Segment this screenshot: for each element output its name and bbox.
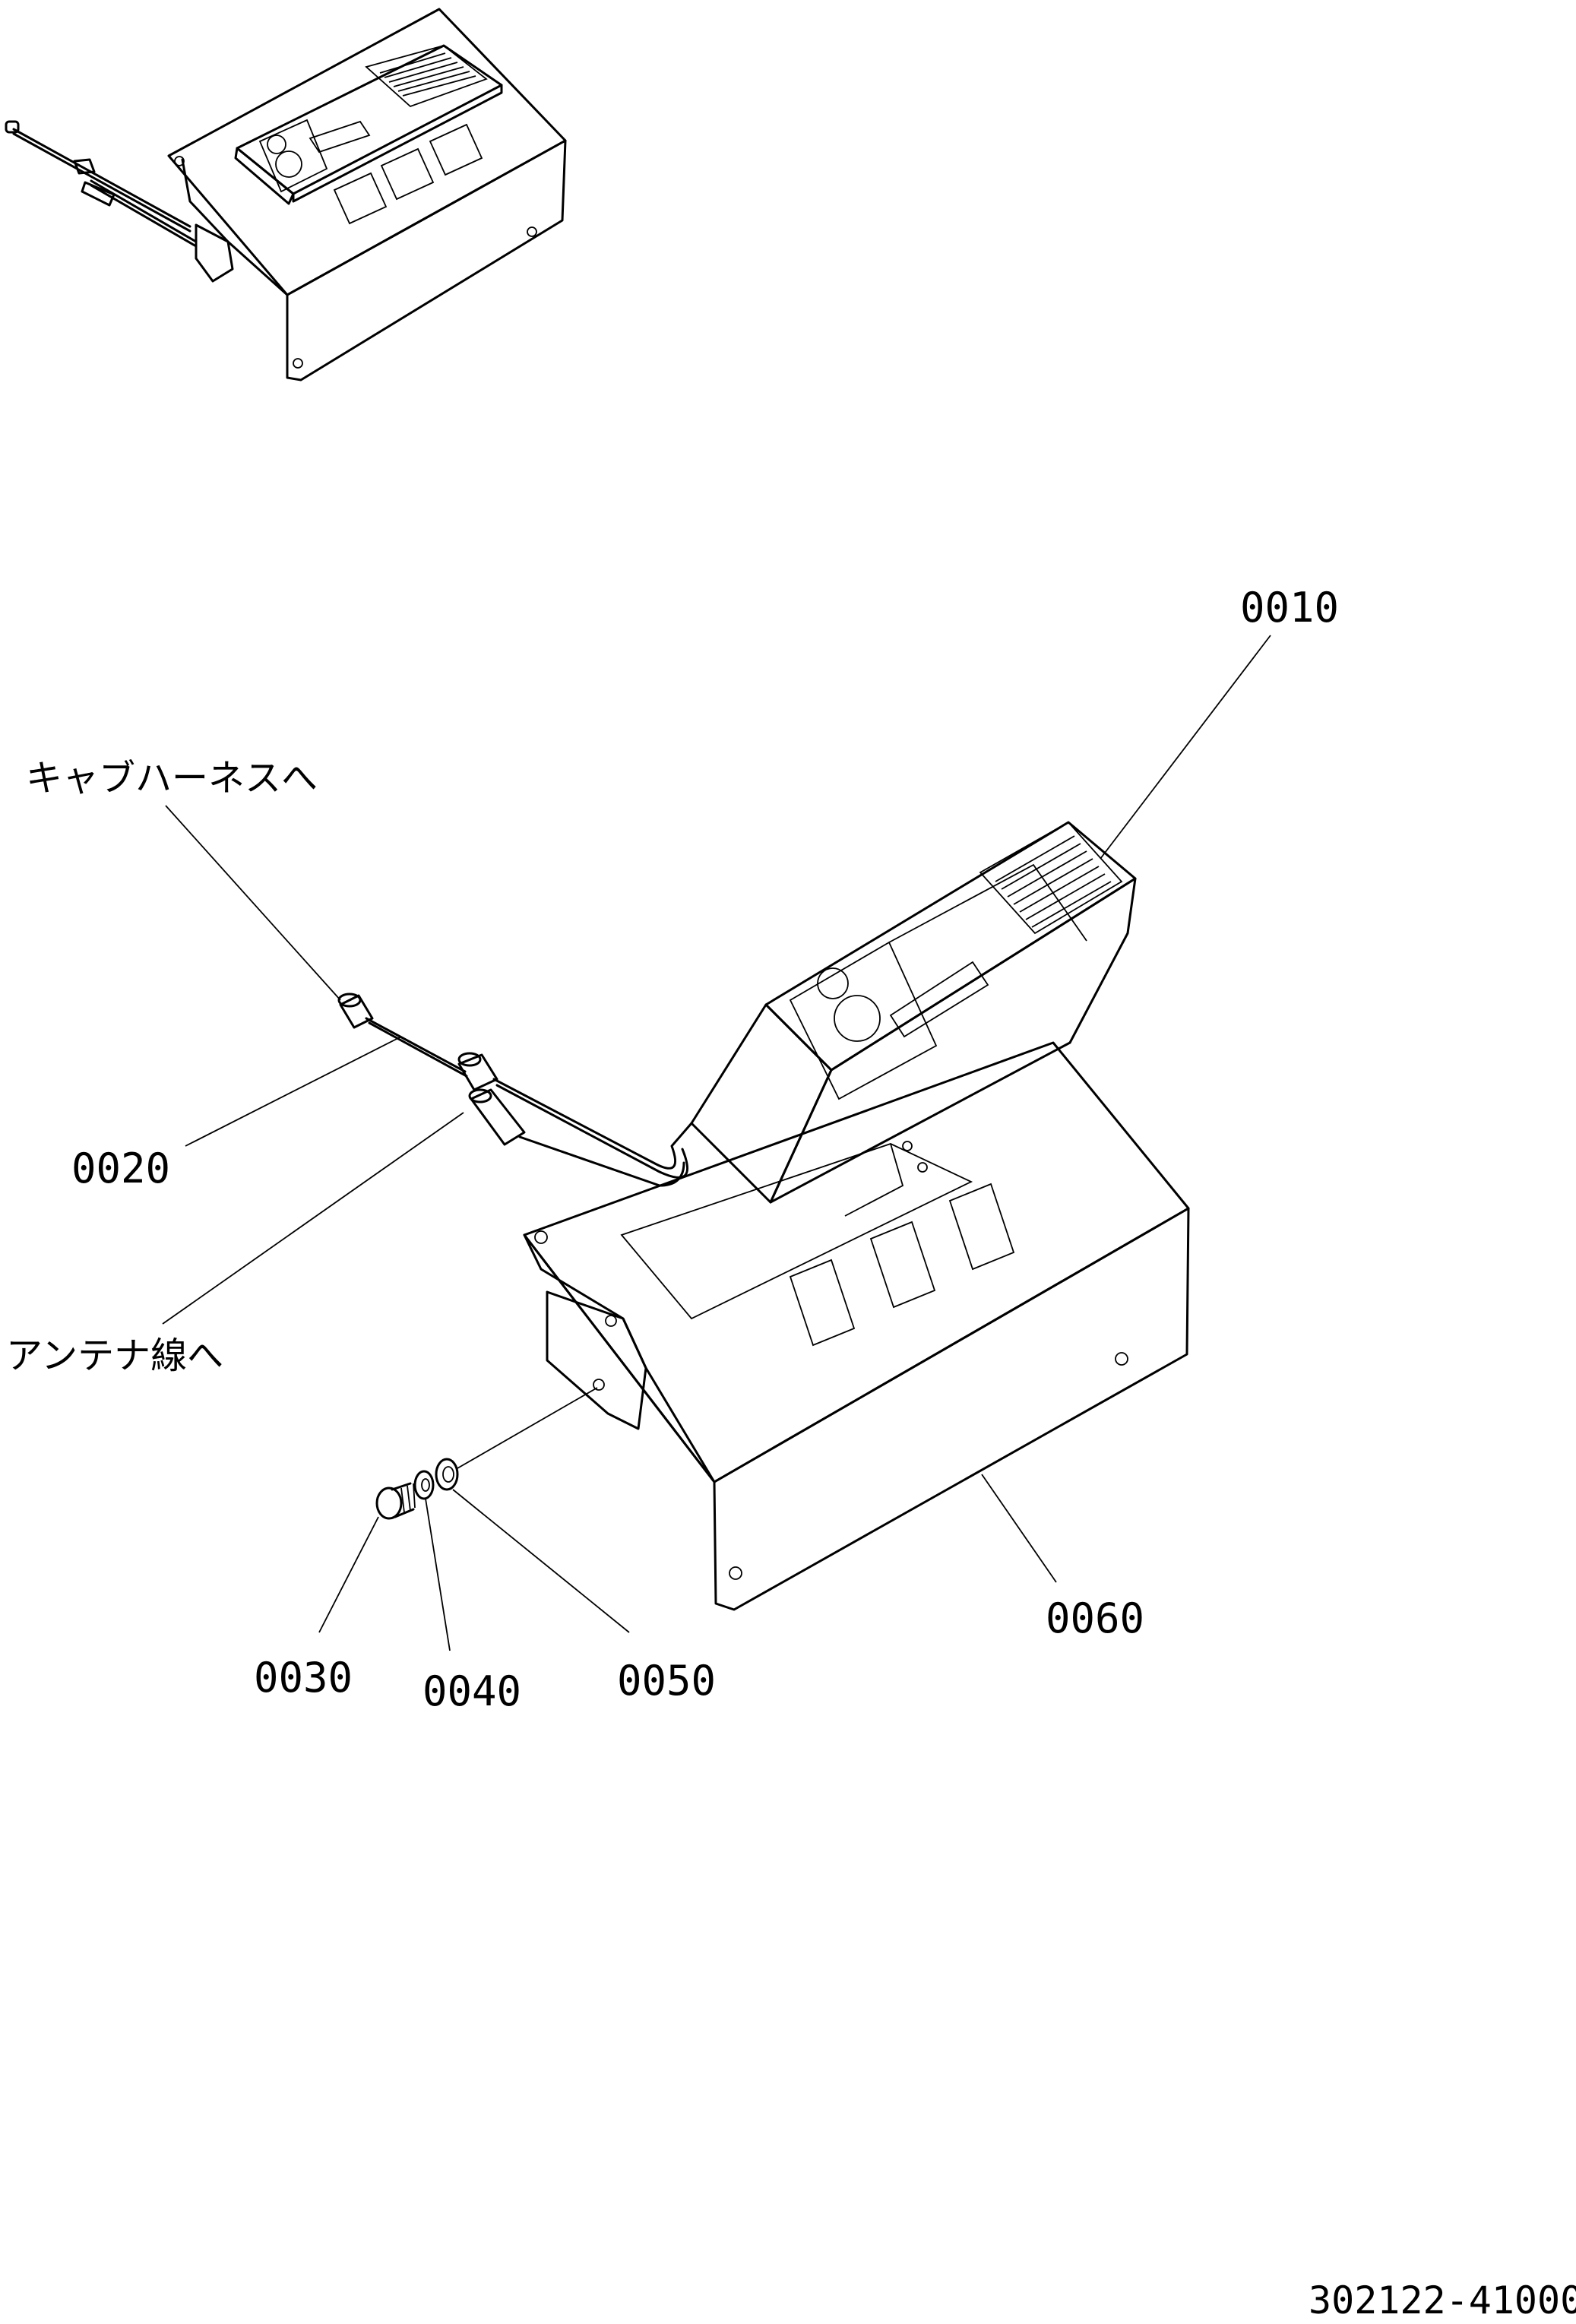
mounting-hole — [917, 1162, 928, 1173]
assembly-overview — [5, 8, 567, 382]
mounting-hole — [902, 1141, 913, 1151]
knob — [267, 135, 286, 154]
radio-unit-0010 — [690, 821, 1137, 1204]
callout-0020: 0020 — [71, 1145, 170, 1192]
lock-washer-0040 — [413, 1470, 435, 1500]
callout-0040: 0040 — [422, 1667, 521, 1715]
note-to-antenna-wire: アンテナ線へ — [6, 1335, 223, 1377]
bracket-0060 — [523, 1041, 1190, 1611]
volume-knob — [817, 967, 849, 999]
harness-0020 — [337, 993, 693, 1187]
callout-0050: 0050 — [617, 1657, 716, 1705]
mounting-hole — [1115, 1352, 1128, 1366]
mounting-hole — [729, 1566, 742, 1580]
drawing-number: 302122-41000 — [1309, 2278, 1576, 2322]
callout-0030: 0030 — [254, 1654, 353, 1702]
tuning-knob — [834, 995, 881, 1042]
flat-washer-0050 — [435, 1458, 459, 1491]
mounting-hole — [534, 1230, 548, 1244]
bolt-0030 — [375, 1482, 416, 1520]
mounting-hole — [527, 226, 537, 237]
leader-lines — [162, 635, 1271, 1651]
mounting-hole — [293, 358, 303, 369]
note-to-cab-harness: キャブハーネスへ — [26, 757, 318, 799]
callout-0010: 0010 — [1240, 584, 1339, 632]
mounting-hole — [605, 1315, 617, 1327]
mounting-hole — [174, 156, 185, 166]
mounting-hole — [593, 1379, 605, 1391]
callout-0060: 0060 — [1046, 1594, 1144, 1642]
assembly-axis — [457, 1387, 598, 1469]
knob — [275, 150, 302, 178]
